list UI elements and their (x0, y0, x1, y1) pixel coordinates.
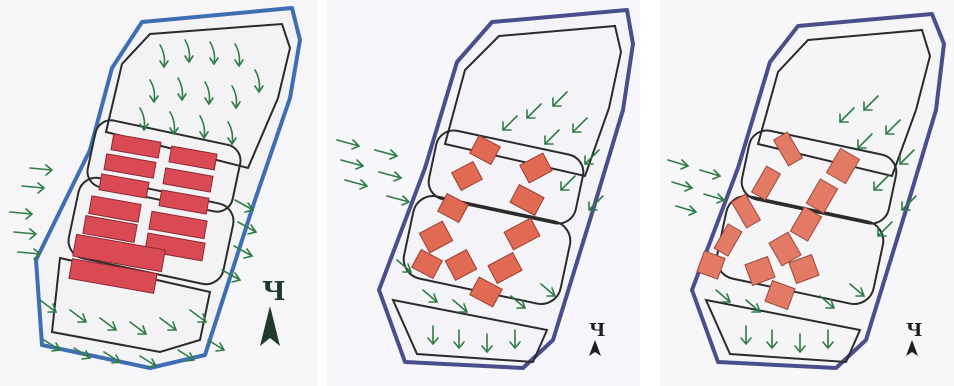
sketch-2-canvas: Ч (327, 0, 640, 386)
sketch-3-canvas: Ч (660, 0, 954, 386)
north-label: Ч (589, 320, 605, 341)
north-label: Ч (906, 320, 922, 341)
sketch-panel-2: Ч (327, 0, 640, 386)
north-label: Ч (262, 277, 286, 307)
sketch-panel-3: Ч (660, 0, 954, 386)
sketch-1-canvas: Ч (0, 0, 318, 386)
sketch-panel-1: Ч (0, 0, 318, 386)
